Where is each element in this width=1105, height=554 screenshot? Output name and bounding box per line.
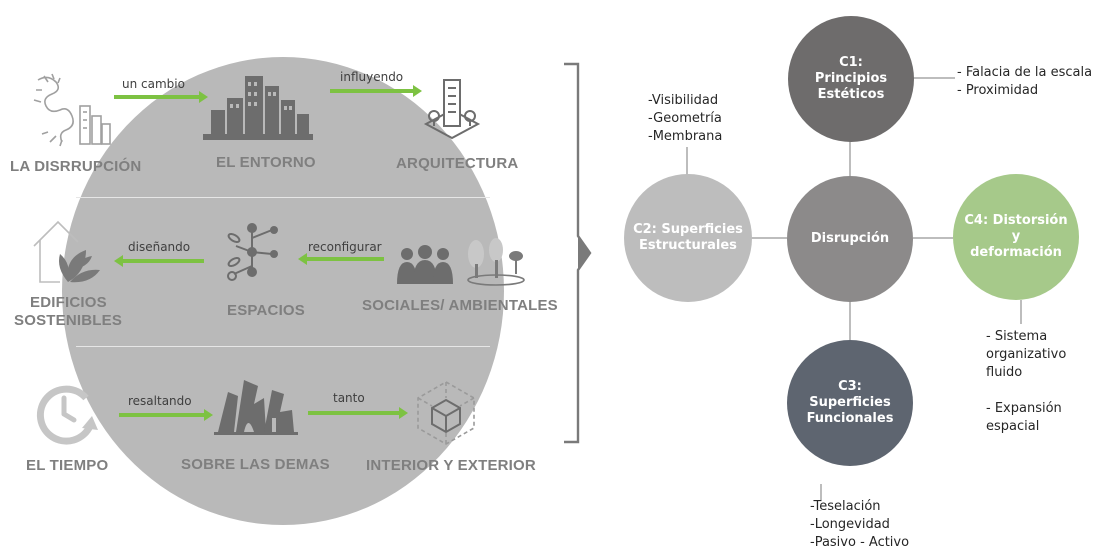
label-sostenibles: SOSTENIBLES: [14, 312, 123, 329]
label-el-tiempo: EL TIEMPO: [26, 457, 109, 474]
disruption-icon: [33, 73, 111, 147]
label-la-disrrupcion: LA DISRRUPCIÓN: [10, 158, 142, 175]
arrow-label-tanto: tanto: [333, 391, 365, 405]
trees-icon: [467, 238, 525, 286]
label-el-entorno: EL ENTORNO: [216, 154, 316, 171]
building-icon: [423, 79, 481, 140]
arrow-label-influyendo: influyendo: [340, 70, 404, 84]
label-espacios: ESPACIOS: [227, 302, 306, 319]
arrow-disenando: [114, 255, 204, 267]
clock-icon: [36, 385, 98, 445]
city-icon: [203, 76, 313, 140]
arrow-tanto: [308, 407, 408, 419]
label-interior-y-exterior: INTERIOR Y EXTERIOR: [366, 457, 536, 474]
arrow-label-reconfigurar: reconfigurar: [308, 240, 382, 254]
arrow-influyendo: [330, 85, 422, 97]
arrow-resaltando: [119, 409, 213, 421]
arrow-label-disenando: diseñando: [128, 240, 191, 254]
right-bracket: [564, 62, 592, 444]
label-sociales-ambientales: SOCIALES/ AMBIENTALES: [362, 297, 558, 314]
row-divider-1: [76, 197, 490, 198]
label-arquitectura: ARQUITECTURA: [396, 155, 519, 172]
arrow-reconfigurar: [298, 253, 384, 265]
house-leaf-icon: [33, 220, 100, 283]
arrow-label-resaltando: resaltando: [128, 394, 192, 408]
people-icon: [397, 245, 453, 284]
arrow-label-un-cambio: un cambio: [122, 77, 185, 91]
label-sobre-las-demas: SOBRE LAS DEMAS: [181, 456, 330, 473]
notes-c3: -Teselación -Longevidad -Pasivo - Activo: [810, 499, 910, 550]
node-c2-superficies-estructurales: C2: Superficies Estructurales: [624, 174, 752, 302]
node-c1-principios-esteticos: C1: Principios Estéticos: [788, 16, 914, 142]
cube-icon: [417, 381, 475, 445]
node-disrupcion: Disrupción: [787, 176, 913, 302]
notes-c1: - Falacia de la escala - Proximidad: [957, 65, 1093, 98]
notes-c2: -Visibilidad -Geometría -Membrana: [648, 93, 723, 144]
museum-icon: [214, 380, 298, 435]
row-divider-2: [76, 346, 490, 347]
node-c3-superficies-funcionales: C3: Superficies Funcionales: [787, 340, 913, 466]
arrow-un-cambio: [114, 91, 208, 103]
notes-c4: - Sistema organizativo fluido - Expansió…: [986, 329, 1067, 434]
node-c4-distorsion-deformacion: C4: Distorsión y deformación: [953, 174, 1079, 300]
label-edificios: EDIFICIOS: [30, 294, 107, 311]
network-icon: [227, 223, 278, 281]
